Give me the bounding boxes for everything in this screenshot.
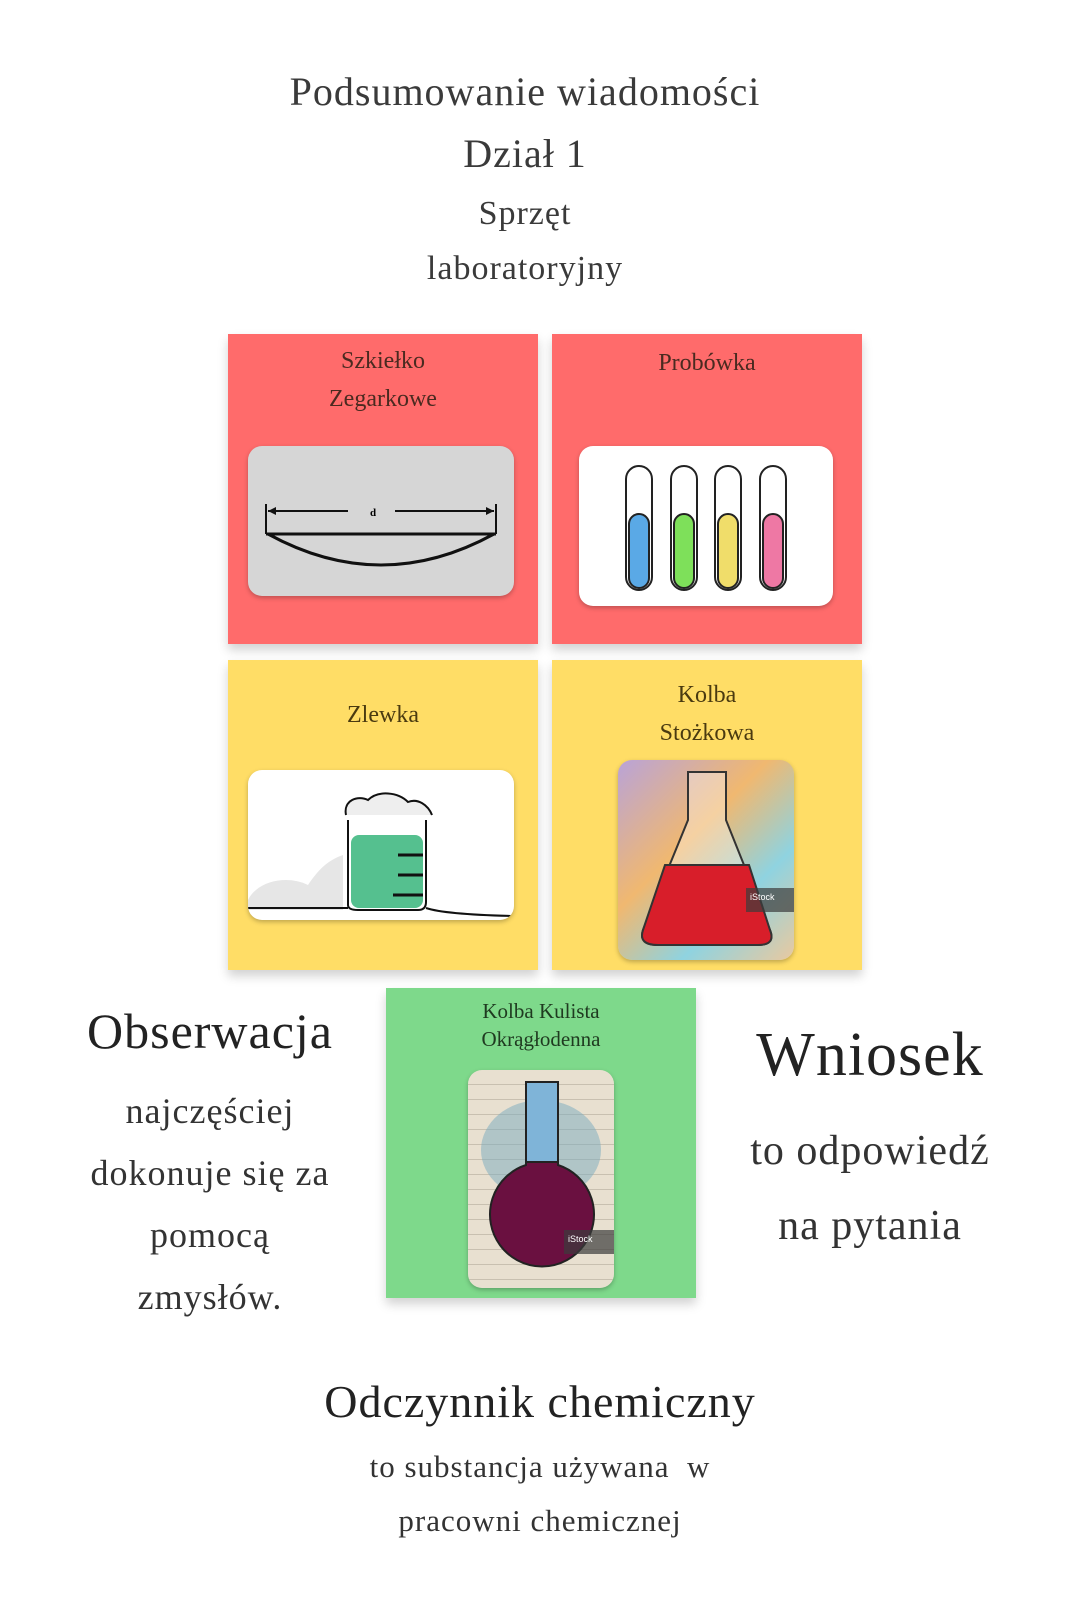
diameter-label: d [370, 507, 376, 519]
beaker-image [248, 770, 514, 920]
round-flask-icon: iStock [481, 1081, 614, 1268]
watch-glass-image: d [248, 446, 514, 596]
title-line-4: laboratoryjny [426, 250, 624, 287]
card-title: Okrągłodenna [481, 1027, 601, 1051]
observation-title: Obserwacja [87, 1003, 333, 1059]
observation-line: najczęściej [125, 1091, 295, 1131]
watermark: iStock [568, 1234, 593, 1244]
observation-line: zmysłów. [137, 1277, 283, 1317]
card-kolba-stozkowa: Kolba Stożkowa iStock [552, 660, 862, 970]
test-tubes-icon [625, 465, 787, 591]
card-title: Kolba [677, 682, 737, 708]
erlenmeyer-flask-image: iStock [618, 760, 794, 960]
card-title: Zlewka [347, 702, 419, 728]
card-kolba-kulista: Kolba Kulista Okrągłodenna iStock [386, 988, 696, 1298]
watch-glass-icon: d [265, 504, 497, 567]
round-flask-image: iStock [468, 1070, 614, 1288]
conclusion-line: na pytania [778, 1203, 962, 1249]
reagent-line: to substancja używana w [369, 1449, 711, 1484]
conclusion-line: to odpowiedź [750, 1128, 990, 1174]
watermark: iStock [750, 892, 775, 902]
card-title: Szkiełko [341, 348, 425, 374]
card-title: Zegarkowe [329, 386, 437, 412]
card-zlewka: Zlewka [228, 660, 538, 970]
card-title: Stożkowa [659, 720, 755, 746]
card-title: Kolba Kulista [482, 999, 600, 1023]
card-probowka: Probówka [552, 334, 862, 644]
beaker-icon [248, 792, 514, 917]
reagent-title: Odczynnik chemiczny [324, 1376, 756, 1427]
observation-line: pomocą [150, 1215, 270, 1255]
conclusion-title: Wniosek [756, 1021, 984, 1089]
title-line-2: Dział 1 [463, 131, 587, 176]
title-line-3: Sprzęt [478, 195, 572, 232]
reagent-line: pracowni chemicznej [398, 1503, 682, 1538]
title-line-1: Podsumowanie wiadomości [289, 69, 761, 114]
test-tubes-image [579, 446, 833, 606]
card-szkielko-zegarkowe: Szkiełko Zegarkowe d [228, 334, 538, 644]
observation-line: dokonuje się za [90, 1153, 330, 1193]
erlenmeyer-flask-icon: iStock [641, 771, 794, 946]
card-title: Probówka [658, 350, 756, 376]
